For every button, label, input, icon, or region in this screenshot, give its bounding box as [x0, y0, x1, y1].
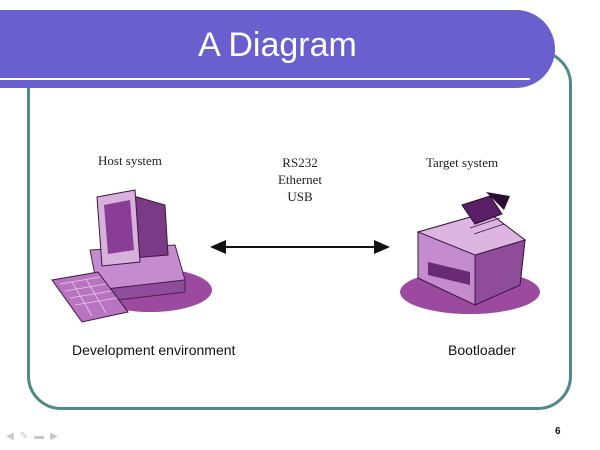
host-system-label: Host system — [98, 153, 162, 168]
double-arrow-icon — [210, 240, 390, 254]
computer-icon — [51, 189, 212, 323]
title-underline — [0, 78, 530, 80]
page-title: A Diagram — [198, 26, 357, 64]
development-environment-label: Development environment — [72, 342, 236, 358]
pen-icon[interactable]: ✎ — [19, 431, 29, 442]
connection-labels: RS232 Ethernet USB — [260, 154, 340, 205]
slide-nav: ◀ ✎ ▬ ▶ — [6, 432, 58, 442]
menu-icon[interactable]: ▬ — [34, 431, 45, 442]
connection-usb: USB — [287, 189, 313, 204]
page-number: 6 — [555, 426, 561, 437]
connection-ethernet: Ethernet — [277, 172, 323, 187]
next-icon[interactable]: ▶ — [50, 431, 58, 442]
title-bar — [0, 10, 555, 88]
prev-icon[interactable]: ◀ — [6, 431, 14, 442]
target-system-label: Target system — [426, 155, 499, 170]
connection-rs232: RS232 — [282, 155, 318, 170]
printer-icon — [400, 192, 540, 314]
bootloader-label: Bootloader — [448, 342, 516, 358]
